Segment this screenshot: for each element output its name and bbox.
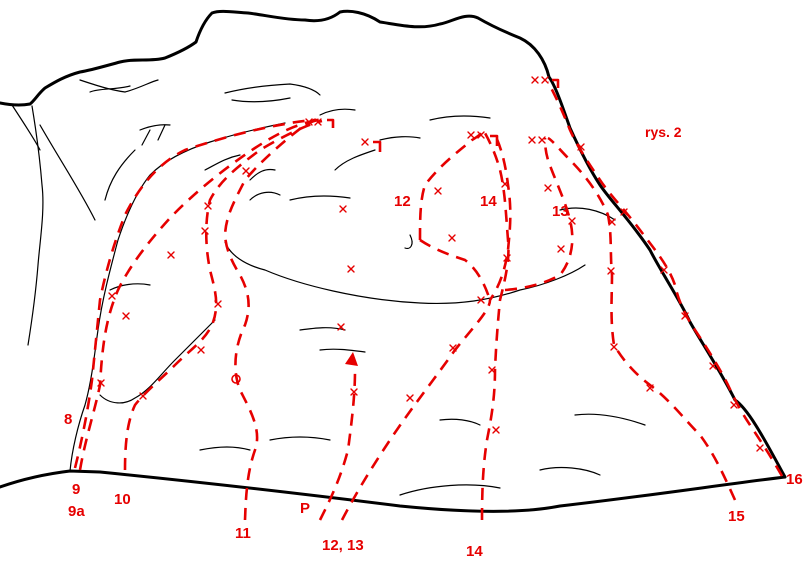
bolt-mark [731,402,737,408]
label-route-9a: 9a [68,503,85,520]
figure-label: rys. 2 [645,124,682,140]
route-labels: rys. 2 8 9 9a 10 11 P 12, 13 14 15 16 12… [64,124,803,560]
label-route-11: 11 [235,525,251,542]
route-9 [80,120,318,470]
bolt-mark [340,206,346,212]
bolt-mark [539,137,545,143]
anchor-mark-right [490,136,497,146]
bolt-mark [123,313,129,319]
bolt-mark [215,301,221,307]
bolt-mark [198,347,204,353]
bolt-mark [109,293,115,299]
label-route-16: 16 [786,471,803,488]
bolt-mark [362,139,368,145]
label-route-12-top: 12 [394,193,411,210]
anchor-marks [327,80,558,152]
route-14 [482,133,508,520]
anchor-mark-left [327,120,333,128]
bolt-mark [468,132,474,138]
bolt-mark [168,252,174,258]
route-11 [225,119,325,520]
label-route-9: 9 [72,481,80,498]
bolt-mark [757,445,763,451]
route-15 [548,138,735,500]
bolt-mark [407,395,413,401]
direction-arrow [345,352,358,366]
route-8 [75,120,318,468]
label-route-p: P [300,500,310,517]
bolt-mark [545,185,551,191]
rock-outline [0,11,785,511]
bolt-mark [542,77,548,83]
label-route-8: 8 [64,411,72,428]
bolt-mark [493,427,499,433]
route-12-connector [420,240,490,300]
bolt-mark [611,344,617,350]
route-12 [420,133,483,240]
route-lines [75,82,782,520]
bolt-mark [205,203,211,209]
bolt-mark [558,246,564,252]
label-route-14-bottom: 14 [466,543,483,560]
bolt-mark [243,168,249,174]
label-route-14-top: 14 [480,193,497,210]
label-route-12-13: 12, 13 [322,537,364,554]
rock-details [12,80,645,495]
bolt-mark [435,188,441,194]
label-route-10: 10 [114,491,131,508]
bolt-mark [449,235,455,241]
bolt-mark [140,393,146,399]
bolt-mark [348,266,354,272]
bolt-mark [529,137,535,143]
bolt-mark [532,77,538,83]
label-route-13-top: 13 [552,203,569,220]
label-route-15: 15 [728,508,745,525]
